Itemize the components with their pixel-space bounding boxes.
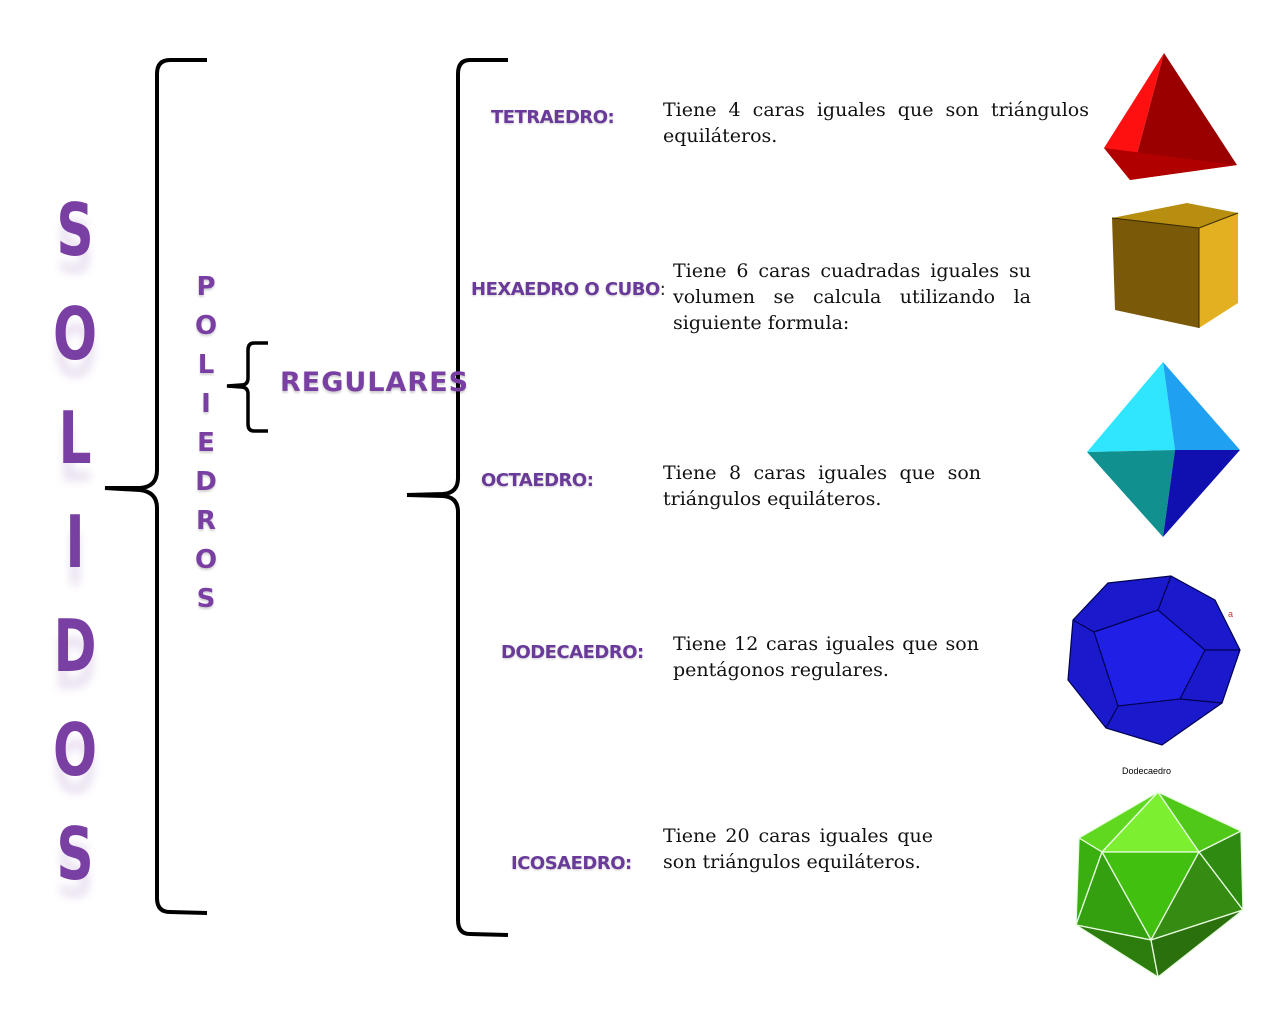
desc-dodecaedro: Tiene 12 caras iguales que son pentágono… [673, 633, 979, 681]
poliedros-bracket [226, 341, 268, 433]
subtitle-letter: O [194, 545, 218, 575]
title-letter: O [52, 708, 98, 792]
label-text: DODECAEDRO [501, 642, 638, 663]
desc-tetraedro: Tiene 4 caras iguales que son triángulos… [663, 99, 1089, 147]
subtitle-letter: P [196, 272, 216, 302]
label-tetraedro: TETRAEDRO: [491, 107, 615, 128]
subtitle-letter: O [194, 311, 218, 341]
title-letter: D [53, 604, 97, 688]
label-colon: : [607, 107, 615, 128]
subtitle-letter: R [195, 506, 217, 536]
main-bracket [104, 58, 208, 915]
main-title-solidos: S O L I D O S [40, 178, 110, 906]
subtitle-letter: L [197, 350, 215, 380]
desc-icosaedro: Tiene 20 caras iguales que son triángulo… [663, 825, 933, 873]
label-hexaedro: HEXAEDRO O CUBO: [471, 279, 666, 300]
label-colon: : [659, 279, 666, 300]
subtitle-letter: I [201, 389, 211, 419]
label-octaedro: OCTAEDRO: [481, 470, 594, 491]
title-letter: O [52, 292, 98, 376]
desc-hexaedro: Tiene 6 caras cuadradas iguales su volum… [673, 260, 1031, 334]
label-icosaedro: ICOSAEDRO: [511, 853, 632, 874]
label-text: TETRAEDRO [491, 107, 608, 128]
label-text: HEXAEDRO O CUBO [471, 279, 660, 300]
title-letter: S [56, 188, 94, 272]
category-regulares: REGULARES [280, 367, 470, 398]
title-letter: L [58, 396, 92, 480]
label-text: OCTAEDRO [481, 470, 587, 491]
label-colon: : [625, 853, 632, 874]
subtitle-letter: S [196, 584, 216, 614]
subtitle-poliedros: P O L I E D R O S [190, 268, 222, 619]
label-colon: : [637, 642, 644, 663]
label-dodecaedro: DODECAEDRO: [501, 642, 644, 663]
label-text: ICOSAEDRO [511, 853, 626, 874]
subtitle-letter: D [195, 467, 217, 497]
title-letter: S [56, 812, 94, 896]
title-letter: I [65, 500, 85, 584]
subtitle-letter: E [197, 428, 215, 458]
label-colon: : [586, 470, 594, 491]
regulares-bracket [406, 58, 509, 937]
desc-octaedro: Tiene 8 caras iguales que son triángulos… [663, 462, 981, 510]
